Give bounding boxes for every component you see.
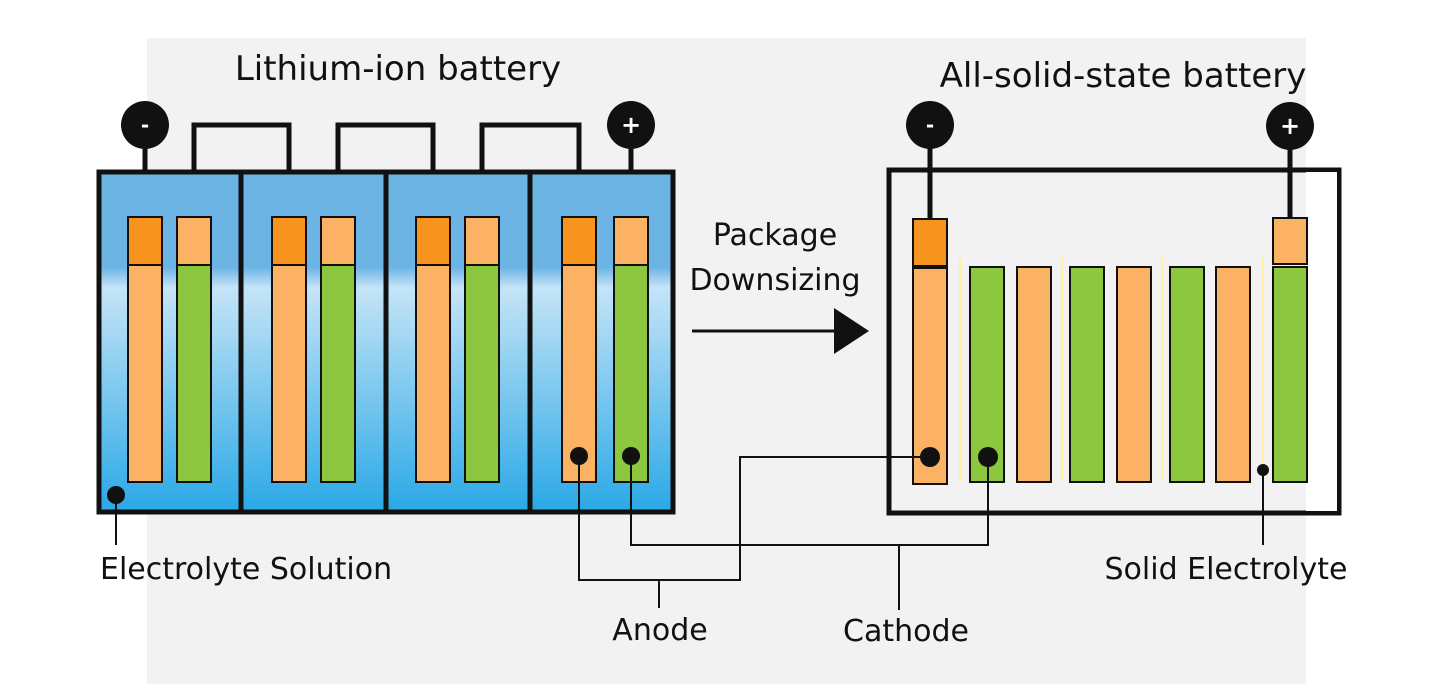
cathode-electrode <box>1272 266 1308 483</box>
positive-terminal-icon: + <box>607 101 655 149</box>
cathode-tab <box>1272 217 1308 265</box>
solid-state-case <box>886 167 1342 516</box>
solid-state-title: All-solid-state battery <box>940 56 1307 96</box>
cathode-electrode <box>320 264 356 483</box>
electrolyte-solution-label: Electrolyte Solution <box>100 552 392 587</box>
anode-electrode <box>561 264 597 483</box>
package-downsizing-arrow: Package Downsizing <box>689 218 869 354</box>
svg-text:+: + <box>1280 112 1300 140</box>
anode-tab <box>561 216 597 266</box>
cathode-pointer-dot <box>622 447 640 465</box>
anode-pointer-dot <box>570 447 588 465</box>
anode-electrode <box>415 264 451 483</box>
negative-terminal-icon: - <box>121 101 169 149</box>
anode-pointer-dot <box>920 447 940 467</box>
leader-lines <box>578 456 989 610</box>
cathode-tab <box>464 216 500 266</box>
anode-electrode <box>1016 266 1052 483</box>
anode-tab <box>271 216 307 266</box>
anode-tab <box>127 216 163 266</box>
lithium-ion-title: Lithium-ion battery <box>235 49 561 89</box>
solid-electrolyte-label: Solid Electrolyte <box>1105 552 1348 587</box>
anode-electrode <box>271 264 307 483</box>
cathode-label: Cathode <box>843 614 969 649</box>
arrow-label-line1: Package <box>713 218 837 253</box>
cathode-electrode <box>613 264 649 483</box>
cathode-electrode <box>176 264 212 483</box>
svg-text:+: + <box>621 111 641 139</box>
positive-terminal-icon: + <box>1266 102 1314 150</box>
solid-state-battery: - + <box>886 101 1342 545</box>
arrow-label-line2: Downsizing <box>689 263 860 298</box>
anode-electrode <box>1116 266 1152 483</box>
anode-electrode <box>1215 266 1251 483</box>
anode-tab <box>415 216 451 266</box>
cathode-pointer-dot <box>978 447 998 467</box>
anode-electrode <box>127 264 163 483</box>
cathode-tab <box>176 216 212 266</box>
anode-tab <box>912 218 948 267</box>
cathode-electrode <box>969 266 1005 483</box>
lithium-ion-battery: - + <box>96 101 676 545</box>
anode-label: Anode <box>612 613 707 648</box>
cathode-tab <box>320 216 356 266</box>
cathode-electrode <box>1069 266 1105 483</box>
arrow-head-icon <box>834 308 869 354</box>
cathode-tab <box>613 216 649 266</box>
anode-leader-line <box>578 456 930 581</box>
cathode-electrode <box>1169 266 1205 483</box>
cathode-electrode <box>464 264 500 483</box>
svg-text:-: - <box>926 113 934 137</box>
cathode-leader-line <box>630 456 989 546</box>
svg-text:-: - <box>141 113 149 137</box>
negative-terminal-icon: - <box>906 101 954 149</box>
